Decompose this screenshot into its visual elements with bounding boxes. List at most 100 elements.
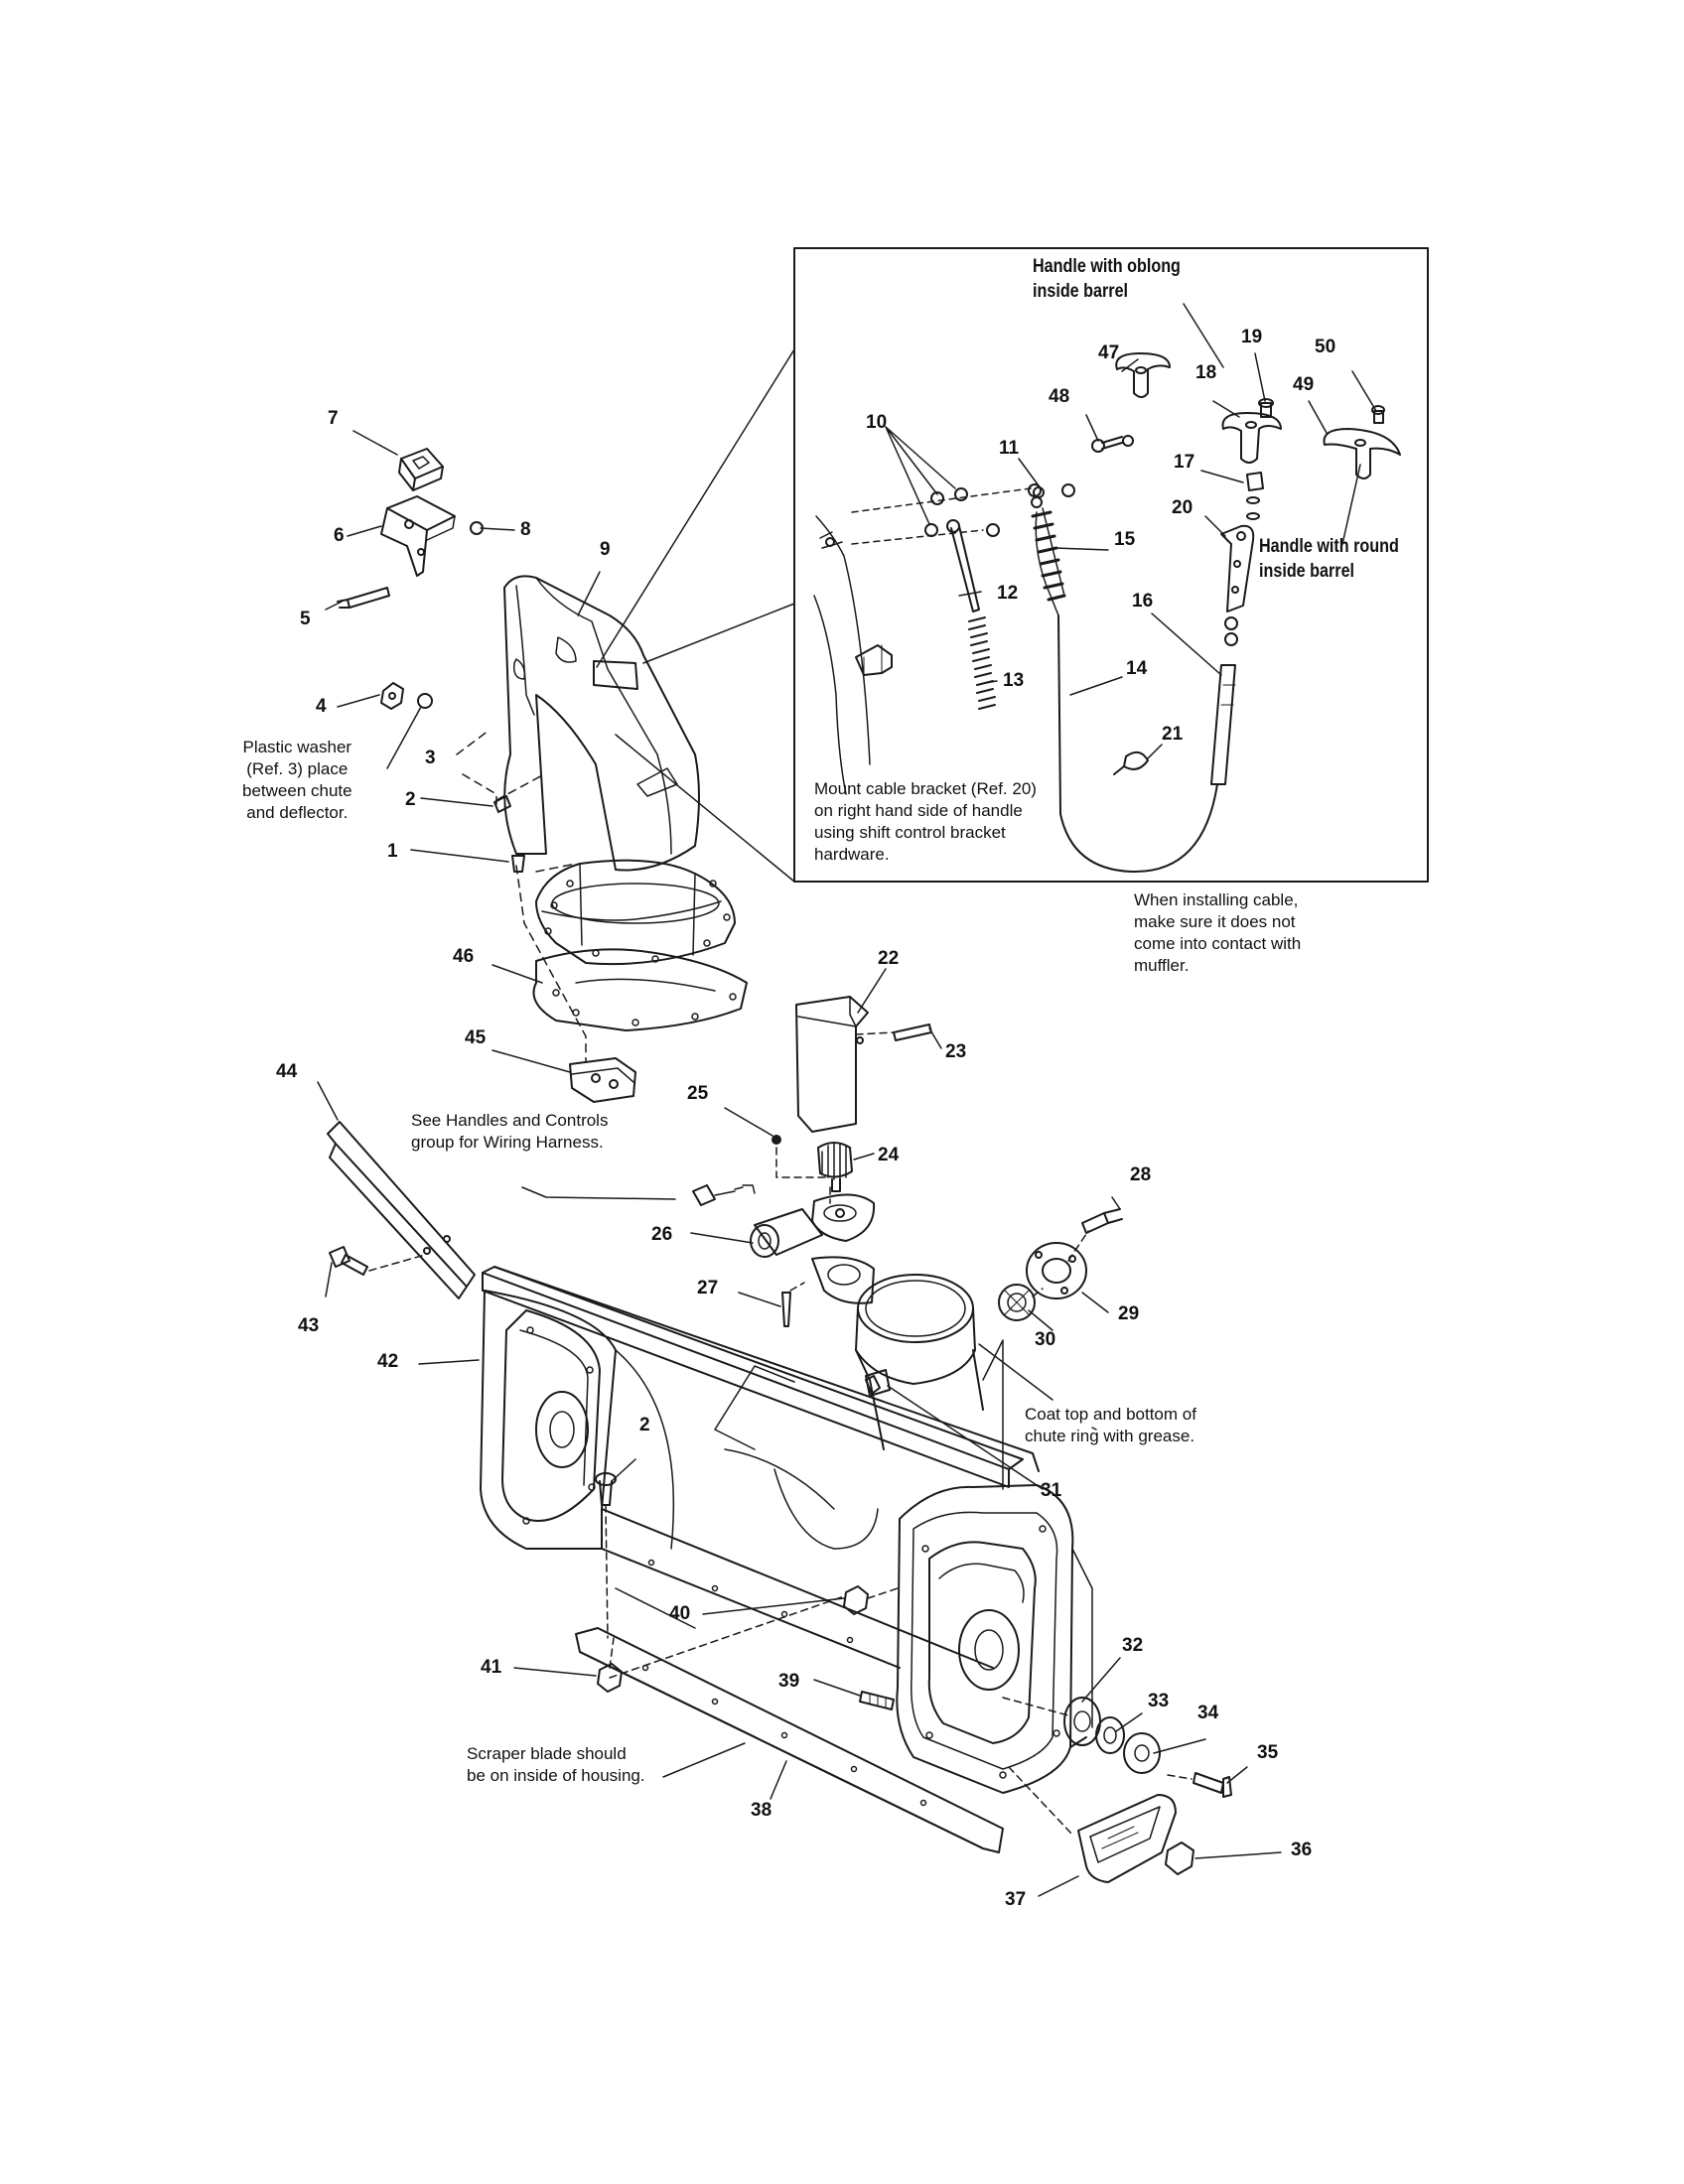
note-installing-cable-line-2: make sure it does not (1134, 912, 1296, 931)
note-handle-oblong-line-1: Handle with oblong (1033, 256, 1181, 277)
callout-14: 14 (1126, 658, 1148, 679)
part-1-bolt (511, 855, 525, 873)
part-29-flange (1026, 1242, 1087, 1299)
screws-inset (1091, 398, 1385, 453)
note-mount-bracket-line-3: using shift control bracket (814, 823, 1006, 842)
note-plastic-washer-line-1: Plastic washer (242, 738, 352, 756)
callout-19: 19 (1241, 327, 1263, 347)
note-plastic-washer-line-3: between chute (242, 781, 352, 800)
callout-2-lower: 2 (639, 1415, 650, 1435)
note-plastic-washer-line-4: and deflector. (246, 803, 349, 822)
part-40-nut (843, 1585, 869, 1615)
note-wiring-harness-line-2: group for Wiring Harness. (411, 1133, 604, 1152)
part-7-switch (398, 448, 444, 491)
part-6-bracket (380, 495, 456, 577)
callout-4: 4 (316, 696, 327, 717)
callout-9: 9 (600, 539, 611, 560)
handle-18 (1221, 412, 1282, 464)
note-installing-cable-line-4: muffler. (1134, 956, 1190, 975)
callout-20: 20 (1172, 497, 1193, 518)
skid-shoe-37 (1077, 1794, 1177, 1883)
callout-33: 33 (1148, 1691, 1170, 1711)
part-45-block (569, 1057, 636, 1103)
callout-21: 21 (1162, 724, 1184, 745)
callout-2: 2 (405, 789, 416, 810)
callout-36: 36 (1291, 1840, 1313, 1860)
callout-31: 31 (1041, 1480, 1062, 1501)
part-9-chute (503, 575, 700, 872)
note-installing-cable: When installing cable, make sure it does… (1134, 889, 1301, 977)
callout-24: 24 (878, 1145, 900, 1165)
part-33-bearing (1095, 1716, 1125, 1754)
note-coat-grease-line-2: chute ring with grease. (1025, 1427, 1195, 1445)
callout-28: 28 (1130, 1164, 1152, 1185)
callout-5: 5 (300, 609, 311, 629)
callout-7: 7 (328, 408, 339, 429)
note-mount-bracket-line-2: on right hand side of handle (814, 801, 1023, 820)
callout-8: 8 (520, 519, 531, 540)
callout-39: 39 (778, 1671, 800, 1692)
callout-44: 44 (276, 1061, 298, 1082)
note-scraper-blade-line-2: be on inside of housing. (467, 1766, 645, 1785)
note-installing-cable-line-3: come into contact with (1134, 934, 1302, 953)
assembly-lines-upper (456, 730, 587, 1063)
callout-48: 48 (1049, 386, 1070, 407)
auger-housing-42 (480, 1266, 1093, 1794)
callout-3: 3 (425, 748, 436, 768)
callout-23: 23 (945, 1041, 967, 1062)
note-handle-round: Handle with round inside barrel (1259, 534, 1399, 584)
callout-27: 27 (697, 1278, 719, 1298)
callout-47: 47 (1098, 342, 1120, 363)
note-scraper-blade-line-1: Scraper blade should (467, 1744, 627, 1763)
part-24-gear (817, 1142, 853, 1192)
part-3-washer (417, 693, 433, 709)
callout-32: 32 (1122, 1635, 1144, 1656)
handle-49 (1323, 428, 1401, 479)
callout-37: 37 (1005, 1889, 1027, 1910)
callout-17: 17 (1174, 452, 1195, 473)
part-43-bolt (329, 1246, 368, 1276)
note-coat-grease-line-1: Coat top and bottom of (1025, 1405, 1196, 1424)
callout-41: 41 (481, 1657, 502, 1678)
callout-18: 18 (1195, 362, 1217, 383)
wiring-harness (692, 1184, 756, 1206)
callout-45: 45 (465, 1027, 487, 1048)
callout-15: 15 (1114, 529, 1136, 550)
part-5-screw (337, 587, 390, 609)
part-30-bearing (998, 1284, 1036, 1321)
callout-42: 42 (377, 1351, 399, 1372)
auger-housing-chute (855, 1274, 1004, 1490)
part-2-bolt-upper (493, 795, 511, 813)
callout-26: 26 (651, 1224, 673, 1245)
callout-35: 35 (1257, 1742, 1279, 1763)
note-mount-bracket-line-1: Mount cable bracket (Ref. 20) (814, 779, 1037, 798)
part-44-deflector (327, 1121, 476, 1299)
callout-12: 12 (997, 583, 1019, 604)
note-handle-round-line-2: inside barrel (1259, 561, 1355, 582)
part-27-pin (781, 1292, 791, 1327)
callout-10: 10 (866, 412, 888, 433)
part-36-nut (1165, 1842, 1194, 1875)
note-wiring-harness-line-1: See Handles and Controls (411, 1111, 609, 1130)
part-26-motor (750, 1193, 876, 1258)
callout-30: 30 (1035, 1329, 1056, 1350)
leader-lines (317, 303, 1377, 1897)
shift-rod (813, 487, 1032, 795)
callout-49: 49 (1293, 374, 1315, 395)
callout-1: 1 (387, 841, 398, 862)
note-installing-cable-line-1: When installing cable, (1134, 890, 1299, 909)
part-39-bolt (859, 1691, 895, 1710)
callout-29: 29 (1118, 1303, 1140, 1324)
part-35-bolt (1193, 1772, 1232, 1798)
note-plastic-washer: Plastic washer (Ref. 3) place between ch… (242, 737, 352, 824)
note-mount-bracket-line-4: hardware. (814, 845, 890, 864)
callout-25: 25 (687, 1083, 709, 1104)
part-23-screw (893, 1024, 932, 1041)
part-25-ball (772, 1135, 781, 1145)
callout-38: 38 (751, 1800, 772, 1821)
scraper-blade-38 (575, 1627, 1004, 1853)
note-scraper-blade: Scraper blade should be on inside of hou… (467, 1743, 645, 1787)
callout-22: 22 (878, 948, 900, 969)
